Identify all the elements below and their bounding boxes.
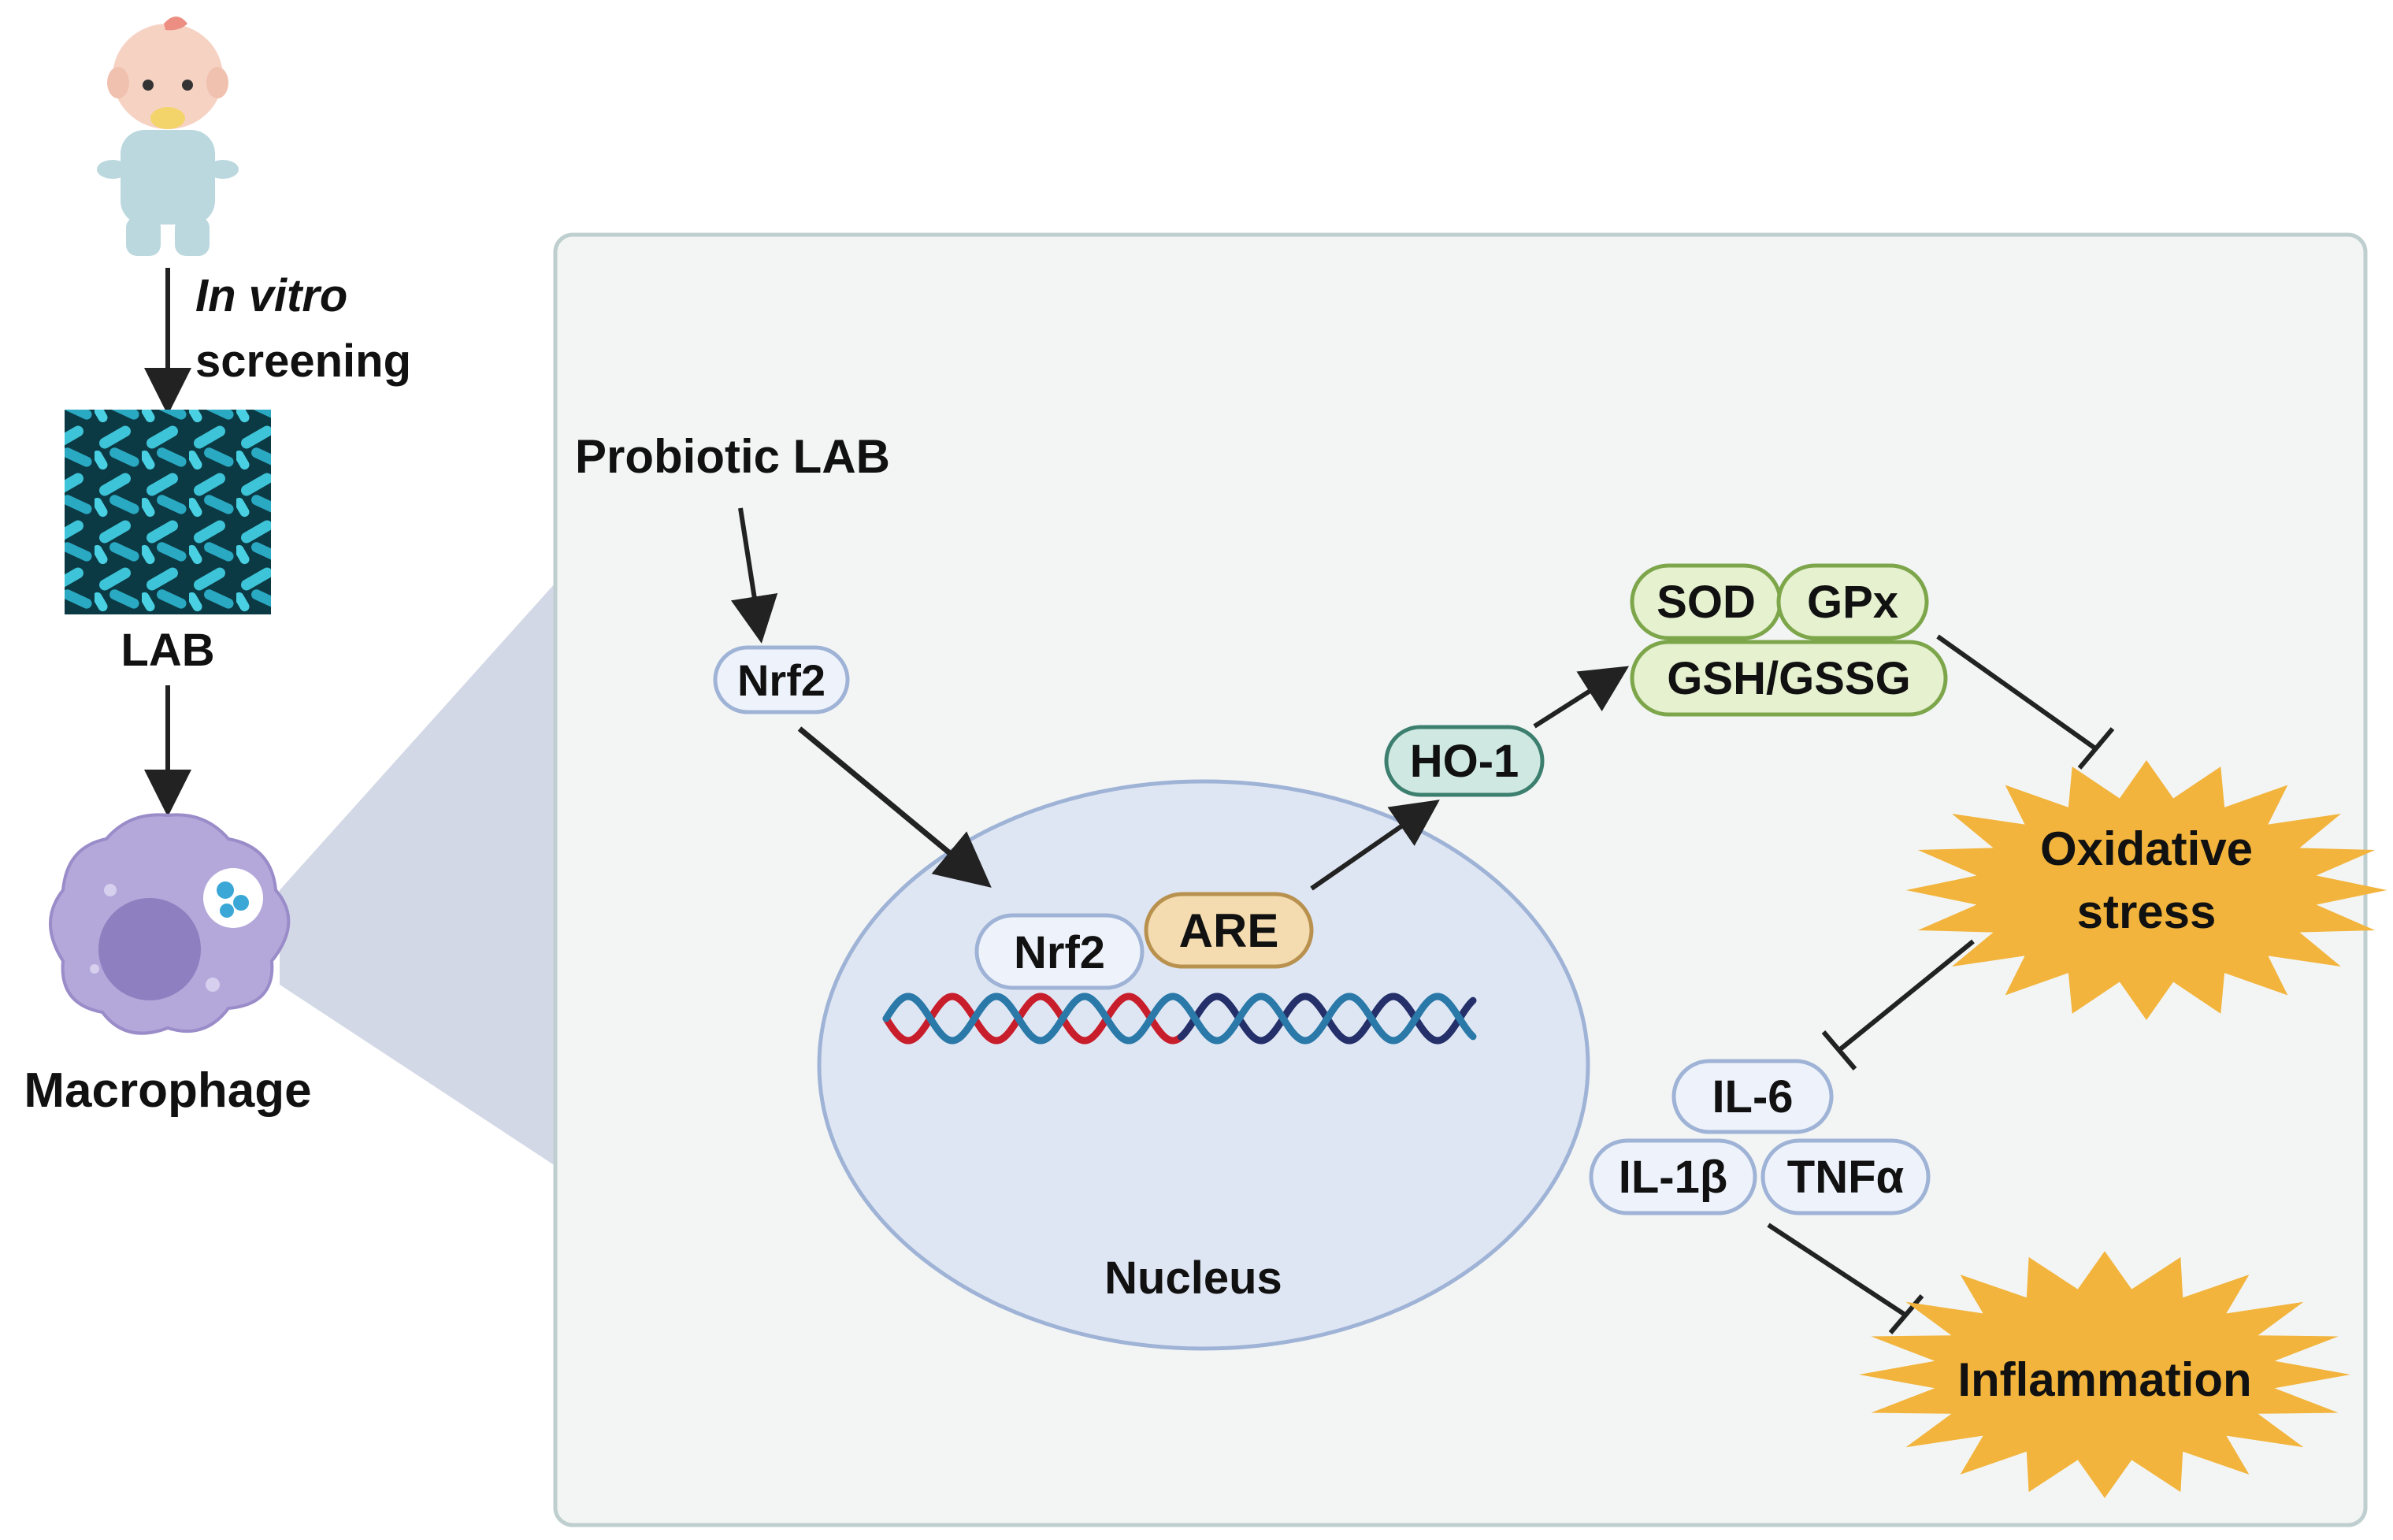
sod-node: SOD — [1632, 566, 1780, 638]
nucleus-label: Nucleus — [1104, 1252, 1282, 1304]
ho1-node: HO-1 — [1386, 727, 1542, 795]
sod-label: SOD — [1657, 577, 1756, 628]
inflammation-label: Inflammation — [1957, 1353, 2251, 1406]
probiotic-lab-label: Probiotic LAB — [575, 430, 890, 483]
oxidative-stress-label-line1: Oxidative — [2040, 822, 2253, 875]
macrophage-icon — [50, 815, 288, 1033]
il1b-node: IL-1β — [1591, 1141, 1755, 1213]
gsh-gssg-label: GSH/GSSG — [1667, 653, 1910, 704]
il6-node: IL-6 — [1674, 1061, 1831, 1132]
screening-label: screening — [195, 336, 411, 387]
infant-icon — [97, 17, 239, 256]
tnfa-label: TNFα — [1787, 1152, 1905, 1203]
gsh-gssg-node: GSH/GSSG — [1632, 642, 1946, 714]
il1b-label: IL-1β — [1619, 1152, 1728, 1203]
oxidative-stress-label-line2: stress — [2077, 885, 2217, 938]
gpx-node: GPx — [1779, 566, 1927, 638]
il6-label: IL-6 — [1712, 1071, 1793, 1123]
nrf2-cytoplasm-label: Nrf2 — [737, 655, 825, 705]
nrf2-cytoplasm-node: Nrf2 — [715, 648, 848, 712]
lab-label: LAB — [121, 625, 214, 676]
are-node: ARE — [1146, 894, 1312, 967]
tnfa-node: TNFα — [1763, 1141, 1928, 1213]
macrophage-label: Macrophage — [24, 1063, 311, 1118]
are-label: ARE — [1179, 904, 1279, 957]
lab-bacteria-image — [65, 410, 271, 614]
zoom-cone — [280, 583, 555, 1166]
nrf2-nucleus-node: Nrf2 — [977, 915, 1142, 988]
ho1-label: HO-1 — [1410, 736, 1519, 787]
screening-label-italic: In vitro — [195, 270, 347, 321]
gpx-label: GPx — [1807, 577, 1898, 628]
nrf2-nucleus-label: Nrf2 — [1014, 927, 1105, 978]
